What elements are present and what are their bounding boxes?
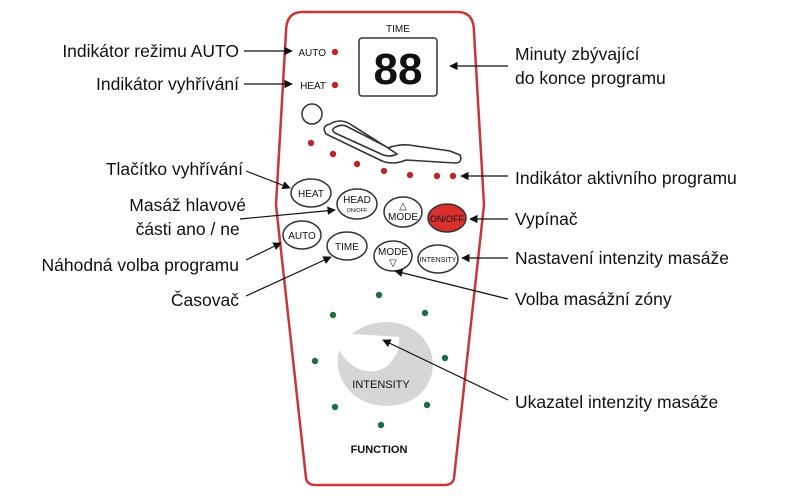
intensity-led-2 <box>421 309 429 317</box>
callout-minutes-line2: do konce programu <box>515 68 666 88</box>
callout-timer: Časovač <box>170 290 239 310</box>
heat-button[interactable]: HEAT <box>290 178 332 208</box>
mode-up-arrow-icon: △ <box>399 201 407 212</box>
callout-minutes: Minuty zbývající do konce programu <box>515 42 666 90</box>
heat-indicator-led <box>331 81 339 89</box>
arrow-random-program <box>245 242 282 261</box>
mode-down-arrow-icon: ▽ <box>389 258 397 269</box>
program-body-icon <box>323 120 462 164</box>
arrow-intensity-indicator <box>382 339 509 401</box>
time-button-label: TIME <box>335 242 359 253</box>
arrow-head-massage <box>239 206 336 220</box>
callout-heat-indicator: Indikátor vyhřívání <box>96 74 239 94</box>
callout-intensity-setting: Nastavení intenzity masáže <box>515 248 729 268</box>
arrow-zone-select <box>394 268 509 300</box>
intensity-dial: INTENSITY <box>311 291 449 429</box>
callout-power: Vypínač <box>515 209 578 229</box>
intensity-swirl-icon <box>337 322 433 406</box>
intensity-button[interactable]: INTENSITY <box>417 244 459 274</box>
program-led-4 <box>380 167 388 175</box>
callout-intensity-indicator: Ukazatel intenzity masáže <box>515 392 719 412</box>
mode-up-label: MODE <box>388 212 418 223</box>
auto-button[interactable]: AUTO <box>282 220 322 250</box>
intensity-led-3 <box>441 354 449 362</box>
heat-button-label: HEAT <box>298 189 324 200</box>
intensity-led-7 <box>311 357 319 365</box>
callout-heat-button: Tlačítko vyhřívání <box>105 159 243 179</box>
program-led-7 <box>449 172 457 180</box>
callout-auto-indicator: Indikátor režimu AUTO <box>62 41 239 61</box>
intensity-dial-label: INTENSITY <box>352 379 410 391</box>
mode-down-button[interactable]: MODE ▽ <box>373 240 413 272</box>
callout-head-massage-line1: Masáž hlavové <box>129 195 246 215</box>
power-button-label: ON/OFF <box>430 214 464 224</box>
auto-button-label: AUTO <box>288 231 316 242</box>
auto-indicator-label: AUTO <box>298 48 326 59</box>
time-label: TIME <box>386 24 410 35</box>
power-button[interactable]: ON/OFF <box>427 203 467 233</box>
intensity-led-6 <box>331 403 339 411</box>
callout-random-program: Náhodná volba programu <box>41 255 240 275</box>
intensity-leds <box>311 291 449 429</box>
head-button-sublabel: ON/OFF <box>347 208 368 214</box>
intensity-led-8 <box>329 311 337 319</box>
mode-up-button[interactable]: △ MODE <box>383 196 423 228</box>
program-led-5 <box>406 171 414 179</box>
callout-head-massage-line2: části ano / ne <box>135 219 240 239</box>
time-button[interactable]: TIME <box>326 231 368 261</box>
callout-head-massage: Masáž hlavové části ano / ne <box>129 193 246 241</box>
program-head-icon <box>301 103 323 125</box>
intensity-led-1 <box>375 291 383 299</box>
intensity-led-4 <box>423 401 431 409</box>
leader-lines <box>239 46 509 401</box>
time-display-digits: 88 <box>374 45 423 94</box>
callout-zone-select: Volba masážní zóny <box>515 289 672 309</box>
function-label: FUNCTION <box>351 444 408 456</box>
intensity-button-label: INTENSITY <box>420 257 457 264</box>
program-led-2 <box>329 150 337 158</box>
intensity-led-5 <box>377 421 385 429</box>
heat-indicator-label: HEAT <box>300 81 326 92</box>
time-display <box>358 37 438 97</box>
program-led-1 <box>307 139 315 147</box>
program-led-6 <box>433 172 441 180</box>
program-led-3 <box>353 160 361 168</box>
auto-indicator-led <box>331 48 339 56</box>
head-button-label: HEAD <box>343 195 371 206</box>
program-indicator-leds <box>307 139 457 180</box>
arrow-heat-button <box>245 170 291 190</box>
mode-down-label: MODE <box>378 247 408 258</box>
arrow-timer <box>245 256 332 297</box>
callout-active-program: Indikátor aktivního programu <box>515 168 737 188</box>
callout-minutes-line1: Minuty zbývající <box>515 44 640 64</box>
head-onoff-button[interactable]: HEAD ON/OFF <box>336 188 378 220</box>
